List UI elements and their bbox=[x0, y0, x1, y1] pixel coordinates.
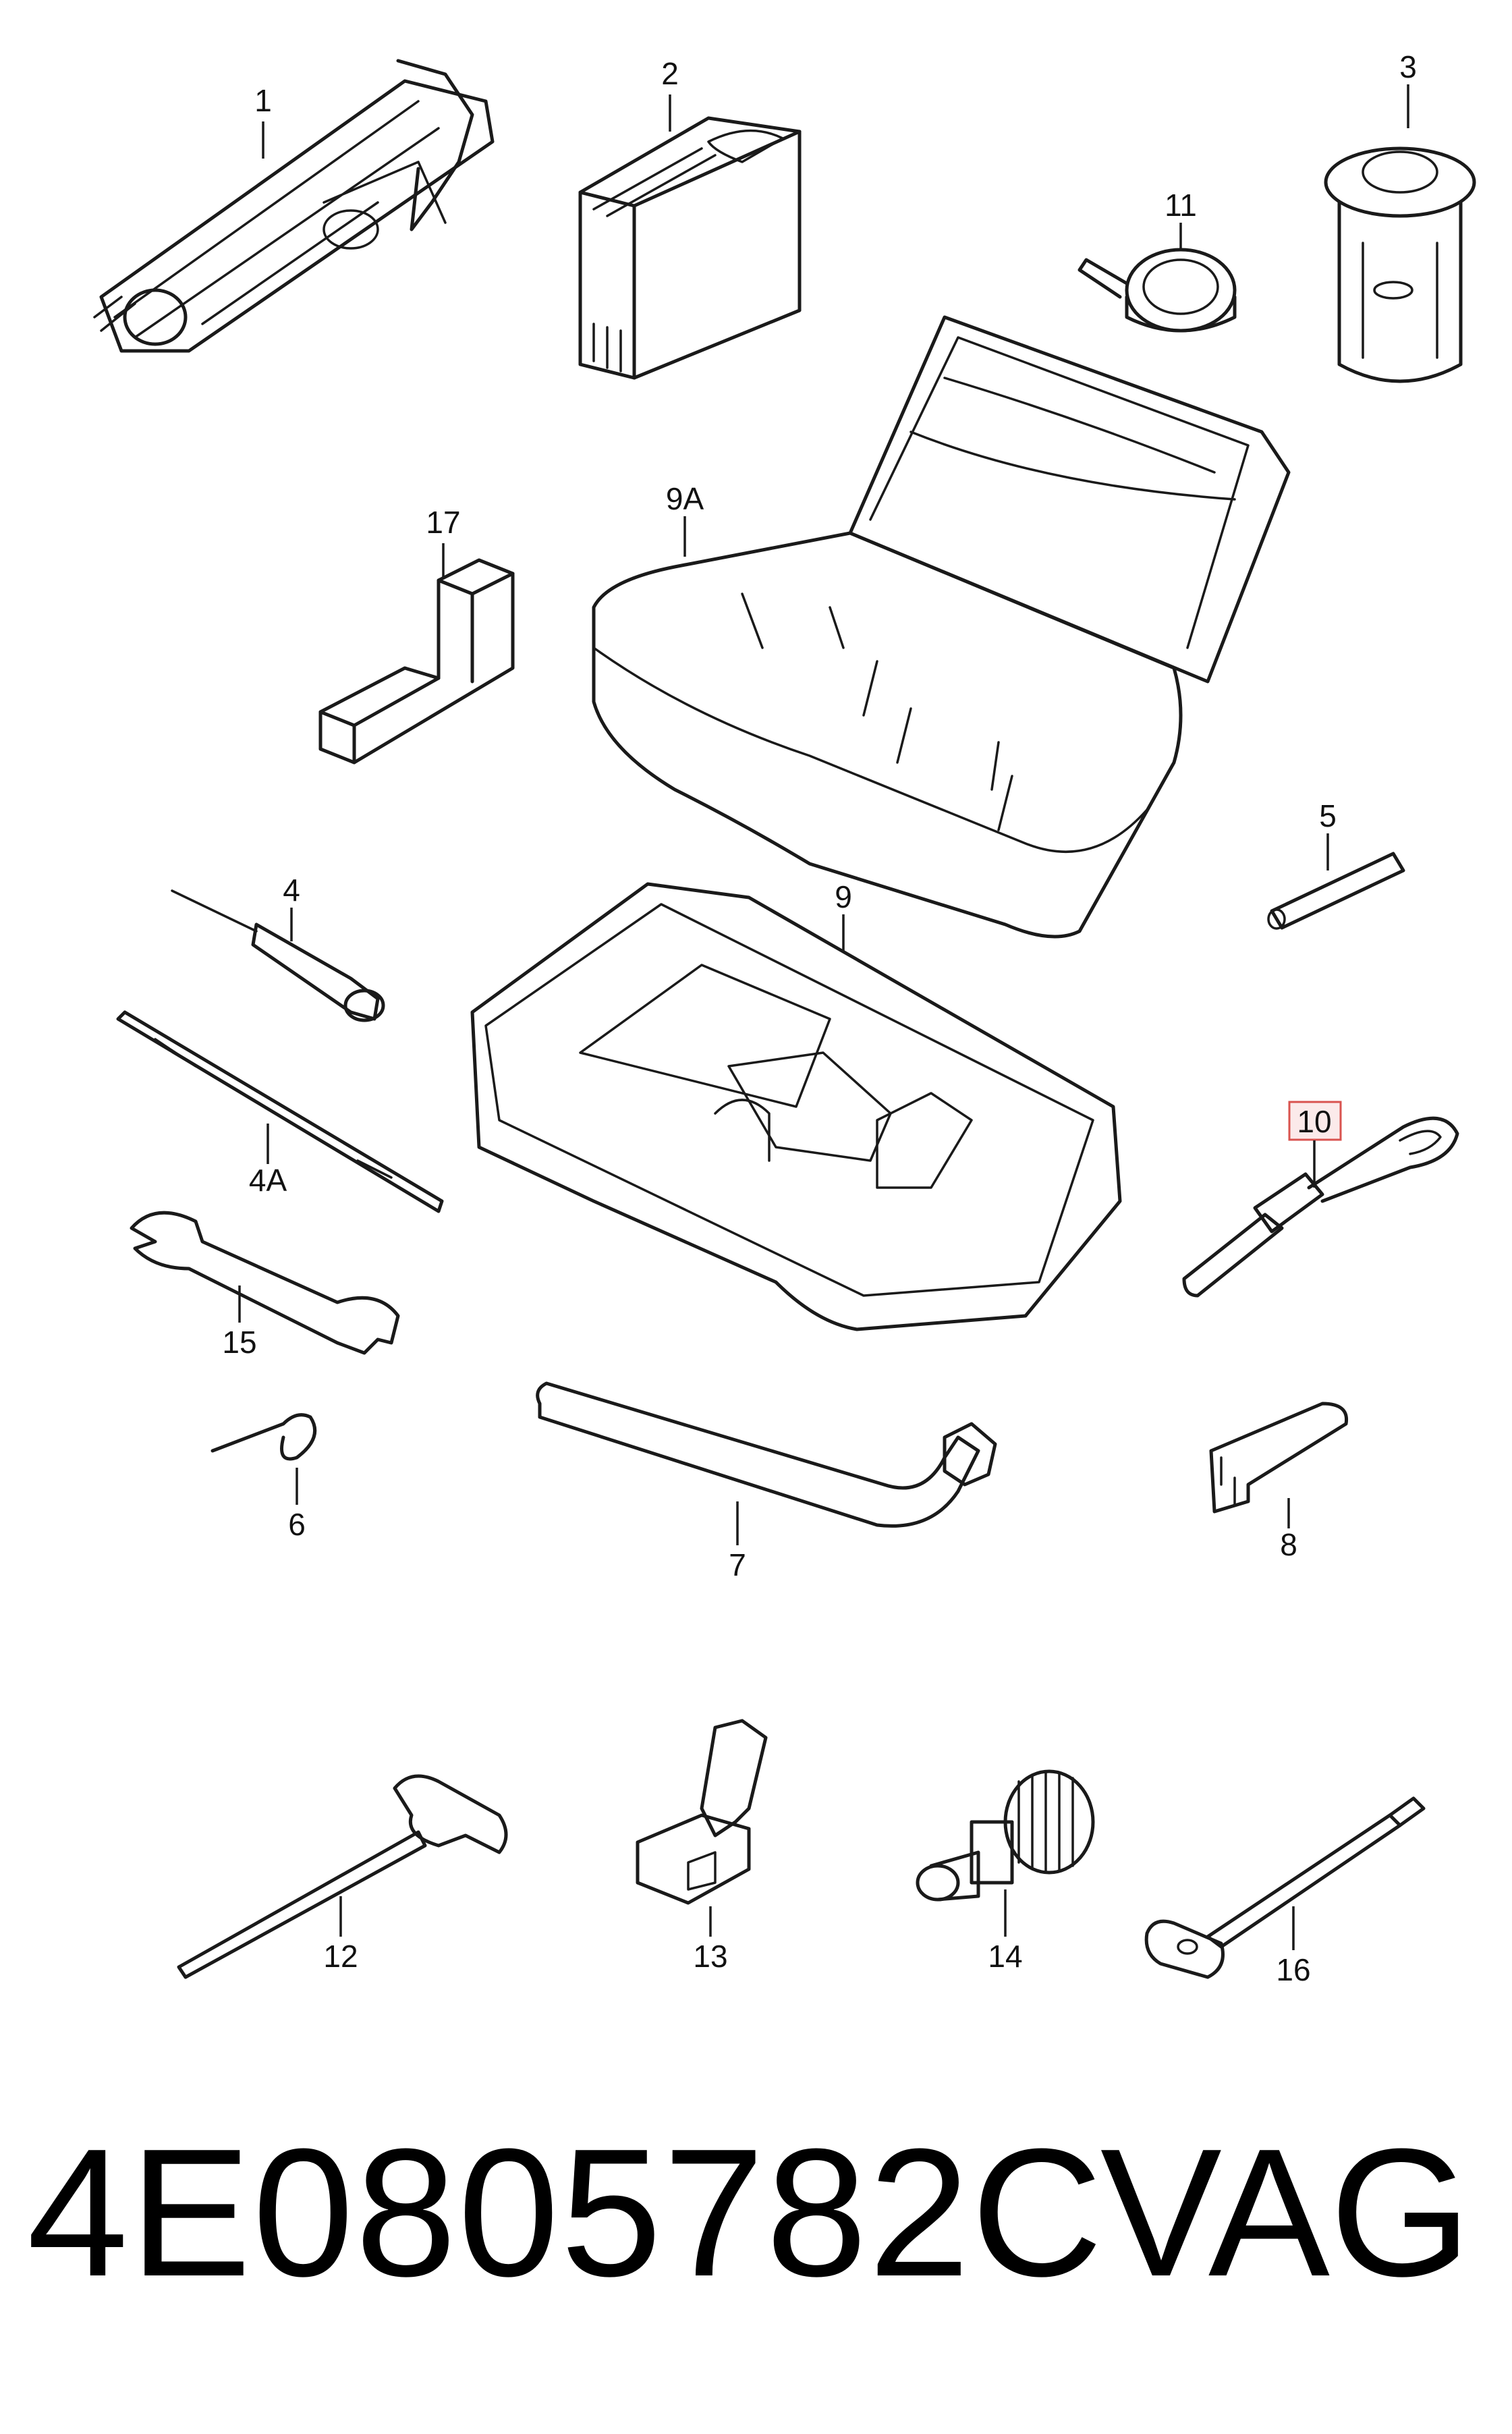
part-1-scissor-jack: 1 bbox=[93, 59, 495, 353]
highlight-box-10 bbox=[1288, 1101, 1342, 1141]
label-4a: 4A bbox=[249, 1163, 287, 1198]
part-6-clip: 6 bbox=[211, 1413, 317, 1542]
part-9-tray: 9 bbox=[470, 879, 1122, 1331]
label-6: 6 bbox=[288, 1507, 306, 1542]
label-15: 15 bbox=[222, 1325, 256, 1360]
label-17: 17 bbox=[426, 505, 460, 540]
label-9a: 9A bbox=[666, 481, 704, 516]
part-16-bolt-tool: 16 bbox=[1144, 1796, 1426, 1987]
part-14-knurled-adapter: 14 bbox=[916, 1769, 1095, 1974]
part-12-t-handle: 12 bbox=[177, 1774, 508, 1979]
label-14: 14 bbox=[988, 1939, 1022, 1974]
part-15-wrench: 15 bbox=[130, 1211, 400, 1360]
part-13-adapter: 13 bbox=[636, 1719, 768, 1974]
label-7: 7 bbox=[729, 1547, 746, 1582]
label-2: 2 bbox=[661, 56, 679, 91]
part-4-screwdriver: 4 bbox=[171, 873, 385, 1022]
label-12: 12 bbox=[323, 1939, 358, 1974]
label-3: 3 bbox=[1399, 49, 1417, 84]
label-10: 10 bbox=[1297, 1104, 1331, 1139]
part-9a-case: 9A bbox=[592, 315, 1291, 939]
label-8: 8 bbox=[1280, 1527, 1297, 1562]
part-3-compressor: 3 bbox=[1324, 49, 1476, 383]
part-4a-bit: 4A bbox=[116, 1010, 444, 1213]
part-5-pin: 5 bbox=[1267, 798, 1405, 930]
label-1: 1 bbox=[254, 83, 272, 118]
part-17-l-block: 17 bbox=[318, 505, 515, 765]
brand-name: VAG bbox=[1100, 2111, 1472, 2315]
label-11: 11 bbox=[1165, 188, 1197, 223]
part-10-towing-eye: 10 bbox=[1182, 1101, 1459, 1298]
label-13: 13 bbox=[693, 1939, 727, 1974]
part-7-bent-bar: 7 bbox=[536, 1381, 997, 1582]
label-4: 4 bbox=[283, 873, 300, 908]
part-number: 4E0805782C bbox=[27, 2111, 1104, 2315]
label-9: 9 bbox=[835, 879, 852, 914]
part-11-pressure-gauge: 11 bbox=[1077, 188, 1237, 333]
part-8-fork-clip: 8 bbox=[1209, 1402, 1349, 1562]
part-2-box: 2 bbox=[578, 56, 802, 380]
label-16: 16 bbox=[1276, 1952, 1310, 1987]
label-5: 5 bbox=[1319, 798, 1337, 833]
